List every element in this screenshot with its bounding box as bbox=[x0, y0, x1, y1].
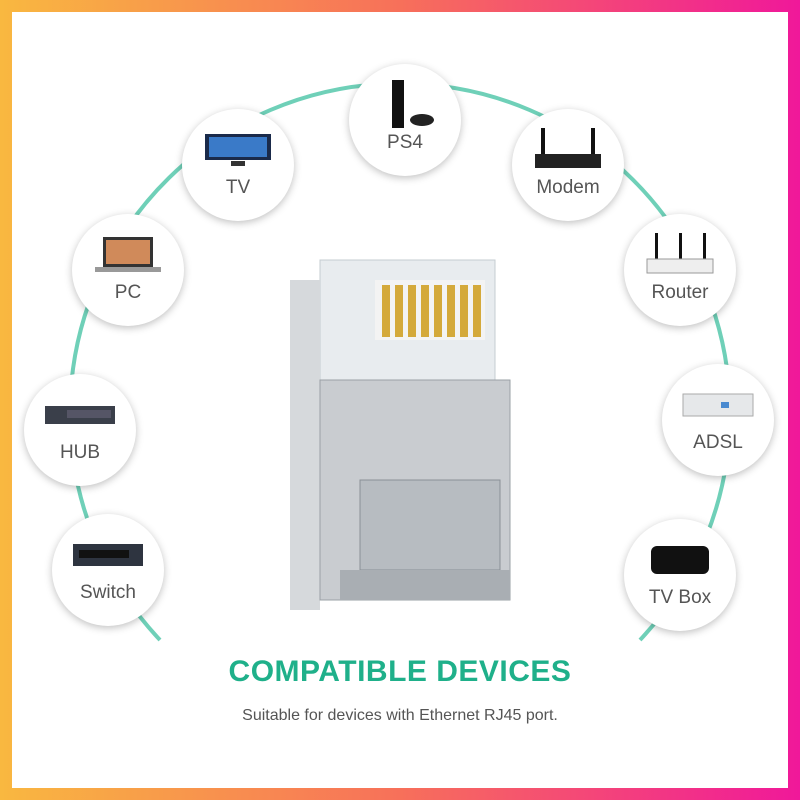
device-hub: HUB bbox=[24, 374, 136, 486]
hub-icon bbox=[43, 396, 117, 434]
device-tvbox: TV Box bbox=[624, 519, 736, 631]
laptop-icon bbox=[91, 236, 165, 274]
tvbox-icon bbox=[643, 541, 717, 579]
tv-icon bbox=[201, 131, 275, 169]
device-switch: Switch bbox=[52, 514, 164, 626]
device-label: Switch bbox=[80, 582, 136, 603]
heading: COMPATIBLE DEVICES bbox=[228, 655, 572, 688]
modem-icon bbox=[531, 128, 605, 169]
switch-icon bbox=[71, 536, 145, 574]
device-adsl: ADSL bbox=[662, 364, 774, 476]
rj45-connector-image bbox=[290, 240, 520, 620]
device-modem: Modem bbox=[512, 109, 624, 221]
device-label: PC bbox=[114, 282, 142, 303]
device-pc: PC bbox=[72, 214, 184, 326]
adsl-icon bbox=[681, 386, 755, 424]
device-label: Modem bbox=[536, 177, 600, 198]
router-icon bbox=[643, 233, 717, 274]
subheading: Suitable for devices with Ethernet RJ45 … bbox=[242, 707, 558, 724]
device-label: TV Box bbox=[648, 587, 712, 608]
ps4-icon bbox=[368, 80, 442, 128]
device-ps4: PS4 bbox=[349, 64, 461, 176]
device-label: PS4 bbox=[387, 132, 423, 153]
device-label: HUB bbox=[59, 442, 101, 463]
device-tv: TV bbox=[182, 109, 294, 221]
device-router: Router bbox=[624, 214, 736, 326]
device-label: Router bbox=[651, 282, 709, 303]
device-label: ADSL bbox=[693, 432, 743, 453]
device-label: TV bbox=[225, 177, 251, 198]
